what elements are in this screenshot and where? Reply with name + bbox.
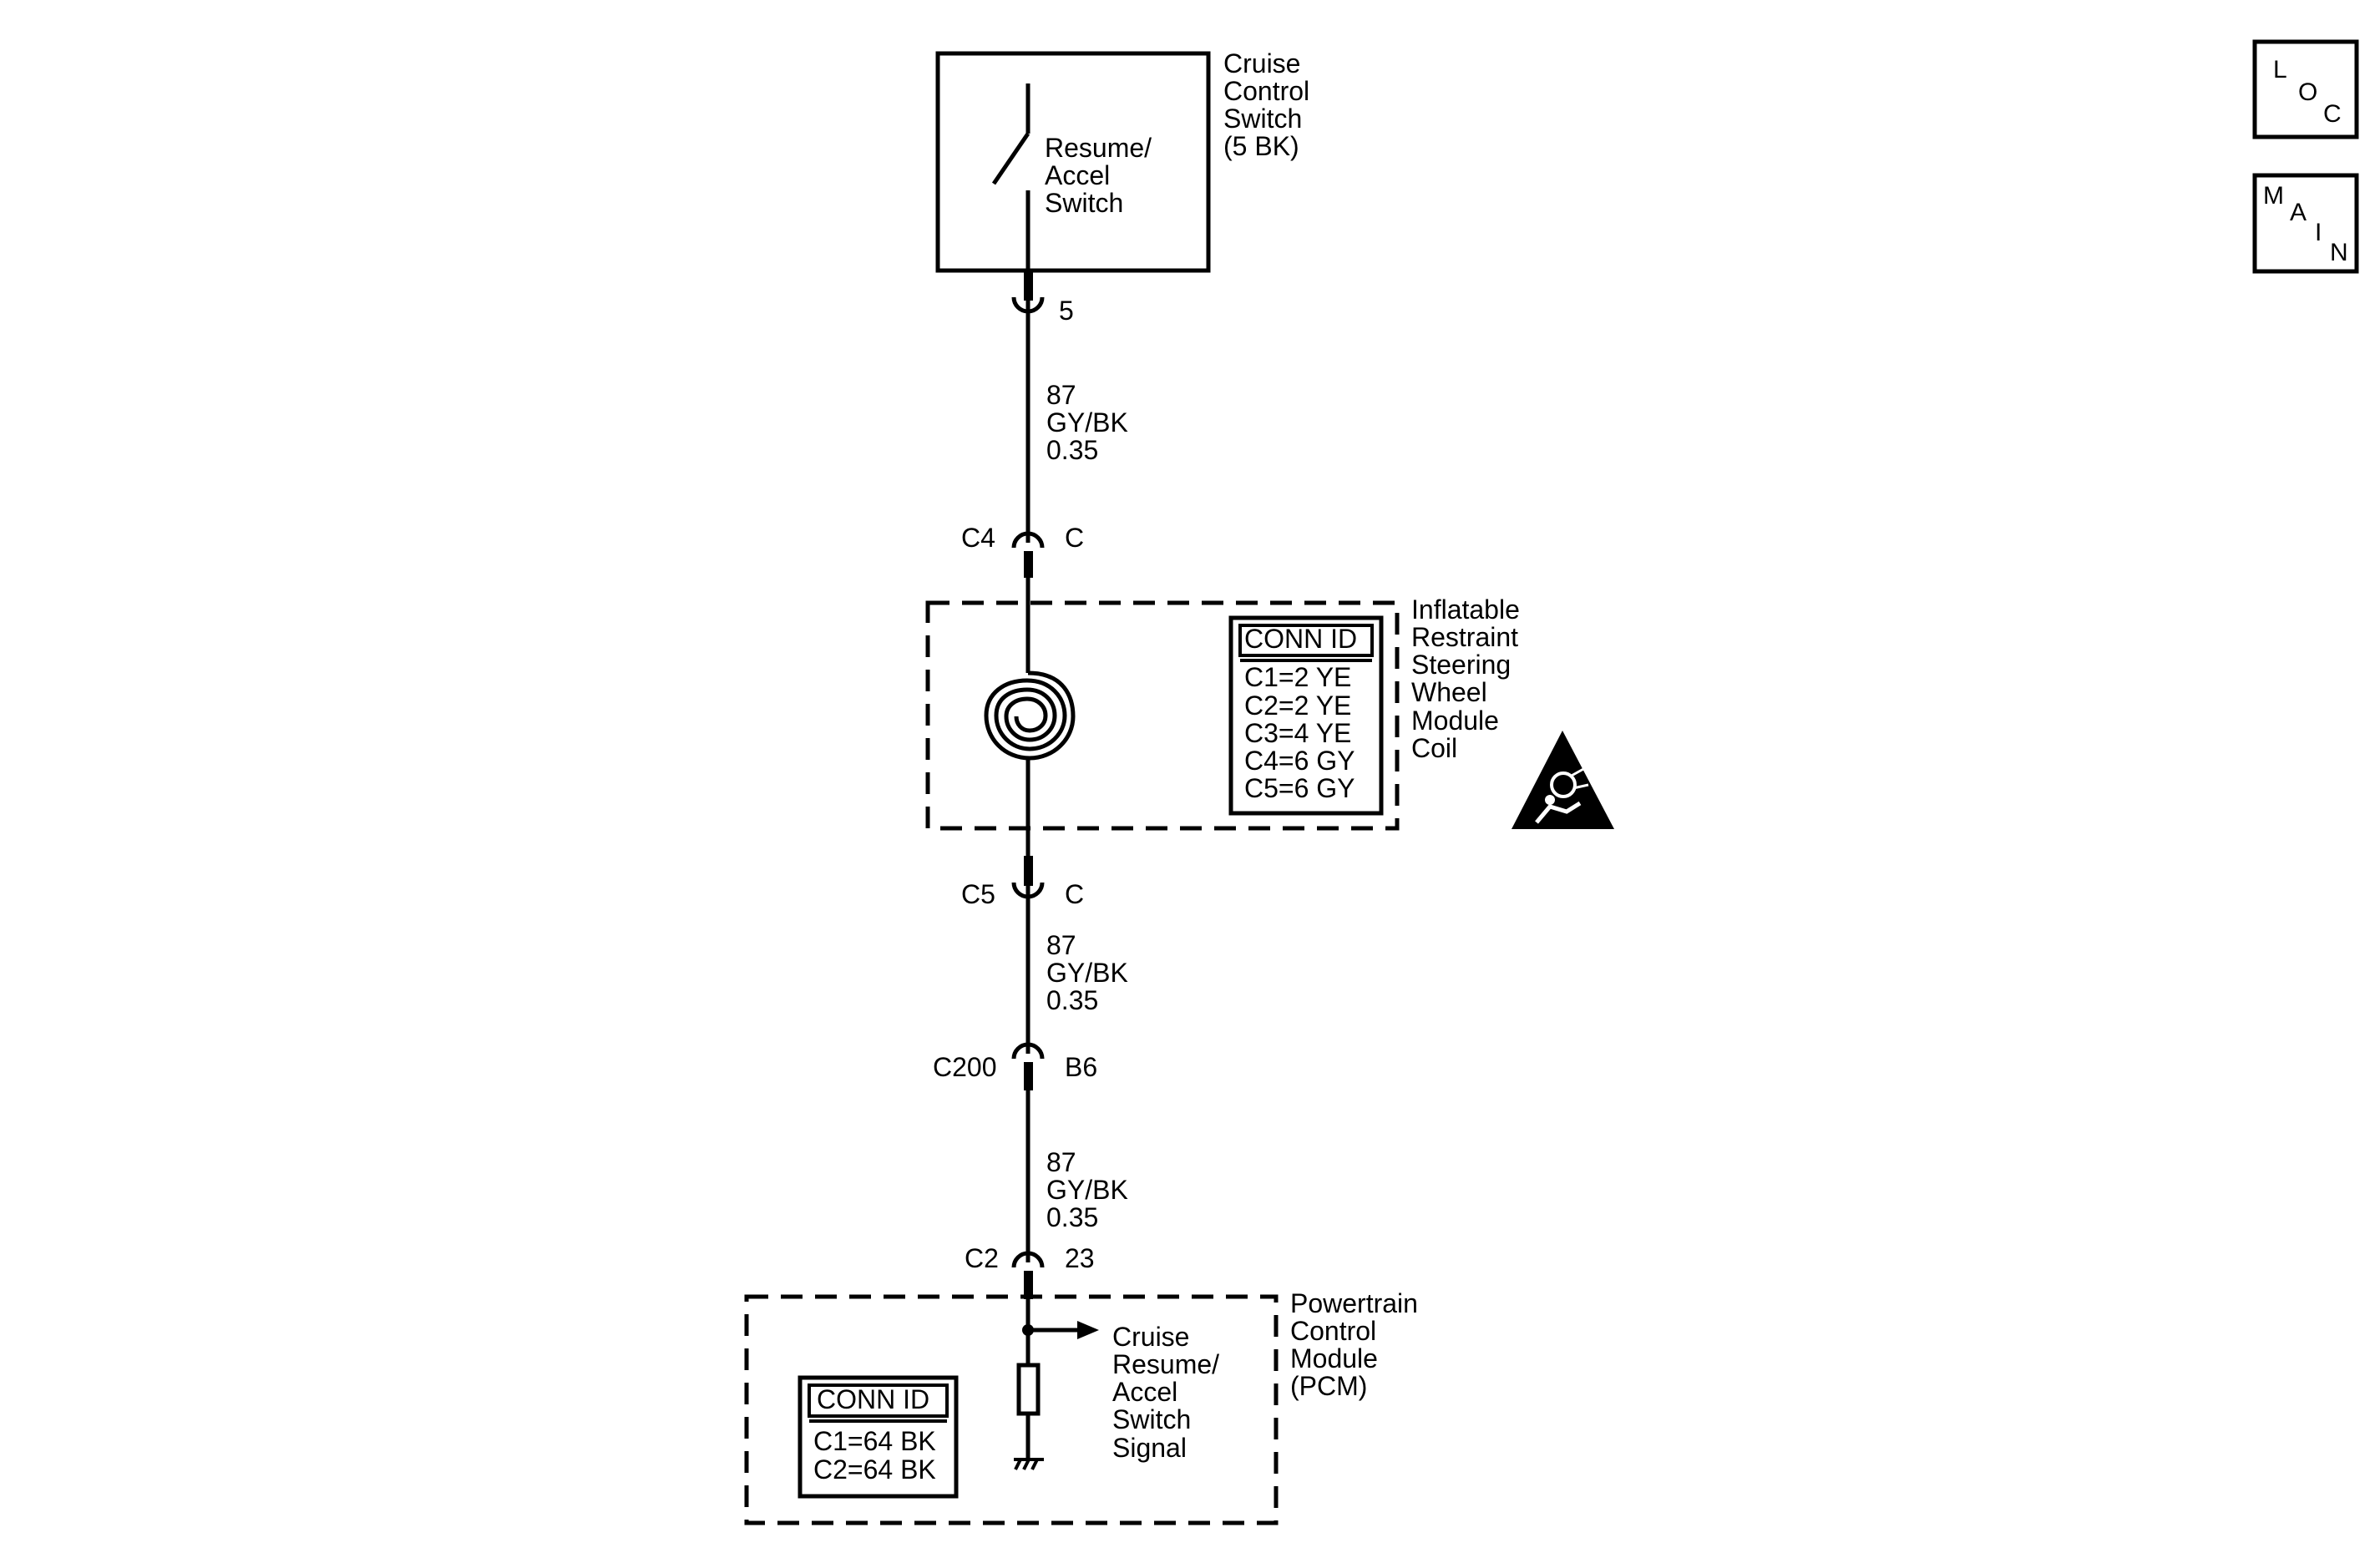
wire3-color: GY/BK	[1046, 1175, 1128, 1205]
coil-conn-id-header: CONN ID	[1244, 624, 1357, 654]
switch-title-4: (5 BK)	[1223, 131, 1299, 161]
wire2-circuit: 87	[1046, 930, 1076, 960]
switch-title-3: Switch	[1223, 104, 1302, 134]
connector-pin5-block	[1024, 271, 1033, 301]
coil-conn-id-table	[1228, 615, 1384, 816]
switch-title-2: Control	[1223, 76, 1309, 106]
coil-conn-row-1: C1=2 YE	[1244, 662, 1351, 692]
connector-c5-block	[1024, 856, 1033, 886]
loc-letter-c: C	[2323, 100, 2342, 128]
pcm-signal-4: Switch	[1112, 1404, 1191, 1434]
pcm-title-1: Powertrain	[1290, 1288, 1418, 1318]
wire1-gauge: 0.35	[1046, 435, 1098, 465]
conn-c4-right: C	[1065, 523, 1084, 553]
switch-pin-label: 5	[1059, 296, 1074, 326]
pcm-title-3: Module	[1290, 1343, 1378, 1373]
connector-c200-block	[1024, 1062, 1033, 1090]
coil-conn-row-4: C4=6 GY	[1244, 746, 1355, 776]
conn-c5-left: C5	[961, 879, 995, 909]
coil-conn-row-2: C2=2 YE	[1244, 690, 1351, 721]
main-button[interactable]: M A I N	[2252, 173, 2359, 274]
switch-inner-label-3: Switch	[1045, 188, 1123, 218]
switch-inner-label-2: Accel	[1045, 160, 1110, 190]
ground-icon	[1014, 1458, 1044, 1470]
conn-c5-right: C	[1065, 879, 1084, 909]
pcm-conn-id-header-box	[808, 1383, 949, 1418]
airbag-warning-icon	[1512, 731, 1614, 829]
coil-module-dashed-box	[925, 600, 1400, 831]
wire3-circuit: 87	[1046, 1147, 1076, 1177]
signal-arrow-head	[1077, 1321, 1099, 1339]
wire2-color: GY/BK	[1046, 958, 1128, 988]
coil-conn-id-header-box	[1238, 624, 1374, 657]
pcm-title-2: Control	[1290, 1316, 1376, 1346]
coil-title-5: Module	[1411, 706, 1499, 736]
wire1-color: GY/BK	[1046, 407, 1128, 438]
pcm-conn-id-header: CONN ID	[817, 1384, 929, 1414]
main-letter-m: M	[2263, 182, 2284, 210]
connector-c2-block	[1024, 1271, 1033, 1299]
conn-c2-left: C2	[965, 1243, 999, 1273]
connector-c200-cup	[1011, 1042, 1045, 1060]
conn-c200-left: C200	[933, 1052, 997, 1082]
coil-title-1: Inflatable	[1411, 594, 1520, 625]
connector-c2-cup	[1011, 1251, 1045, 1268]
wire2-gauge: 0.35	[1046, 985, 1098, 1015]
clockspring-coil-icon	[984, 670, 1076, 761]
loc-letter-l: L	[2273, 56, 2287, 83]
cruise-control-switch-box	[935, 51, 1211, 273]
loc-button[interactable]: L O C	[2252, 39, 2359, 139]
conn-c200-right: B6	[1065, 1052, 1097, 1082]
wire3-gauge: 0.35	[1046, 1202, 1098, 1232]
conn-c2-right: 23	[1065, 1243, 1095, 1273]
coil-title-3: Steering	[1411, 650, 1511, 680]
pcm-signal-3: Accel	[1112, 1377, 1177, 1407]
conn-c4-left: C4	[961, 523, 995, 553]
wire1-circuit: 87	[1046, 380, 1076, 410]
main-letter-n: N	[2330, 239, 2348, 266]
pcm-conn-row-2: C2=64 BK	[813, 1454, 936, 1485]
connector-c4-block	[1024, 551, 1033, 578]
switch-contact-arm	[991, 132, 1030, 185]
coil-conn-row-5: C5=6 GY	[1244, 773, 1355, 803]
coil-conn-row-3: C3=4 YE	[1244, 718, 1351, 748]
loc-letter-o: O	[2298, 78, 2317, 106]
switch-title-1: Cruise	[1223, 48, 1300, 78]
pcm-signal-5: Signal	[1112, 1433, 1187, 1463]
coil-title-2: Restraint	[1411, 622, 1518, 652]
coil-title-6: Coil	[1411, 733, 1457, 763]
coil-title-4: Wheel	[1411, 677, 1487, 707]
pcm-signal-1: Cruise	[1112, 1322, 1189, 1352]
pcm-signal-2: Resume/	[1112, 1349, 1219, 1379]
pcm-title-4: (PCM)	[1290, 1371, 1367, 1401]
connector-c4-cup	[1011, 531, 1045, 549]
pull-down-resistor	[1016, 1363, 1041, 1416]
main-letter-a: A	[2290, 199, 2307, 226]
switch-inner-label-1: Resume/	[1045, 133, 1152, 163]
pcm-conn-row-1: C1=64 BK	[813, 1426, 936, 1456]
main-letter-i: I	[2315, 219, 2322, 246]
pcm-conn-id-table	[798, 1375, 959, 1499]
